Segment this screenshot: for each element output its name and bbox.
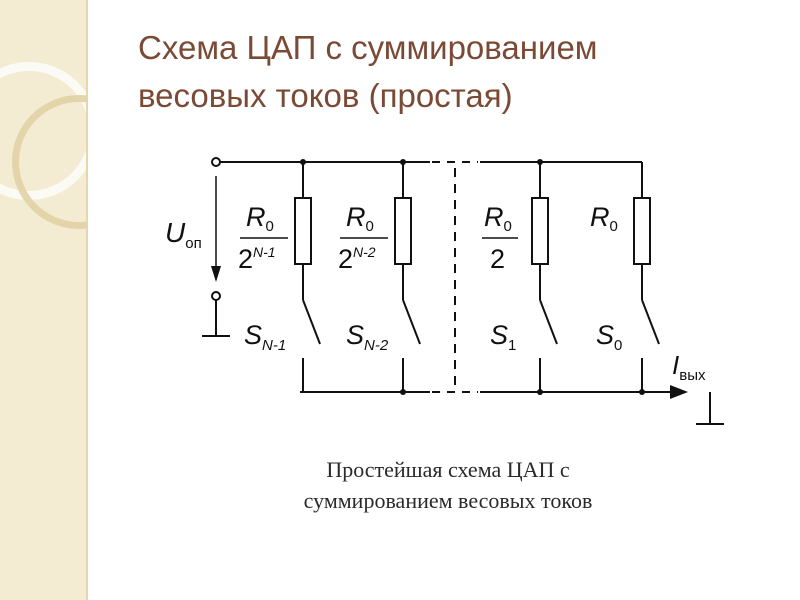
resistor-label-0: R0: [590, 202, 618, 235]
resistor-label-1-numerator: R0: [484, 202, 512, 235]
reference-terminal-bottom: [211, 291, 221, 301]
resistor-label-n-1-denominator: 2N-1: [238, 244, 276, 274]
switch-label-n-2: SN-2: [346, 320, 389, 354]
junction-dot: [400, 389, 406, 395]
resistor-label-1-denominator: 2: [490, 244, 505, 274]
branch-n-1: [294, 162, 321, 392]
switch-label-1: S1: [490, 320, 516, 354]
output-current-arrow: [670, 385, 688, 399]
slide-title-line-1: Схема ЦАП с суммированием: [138, 29, 598, 66]
resistor-label-n-2-numerator: R0: [346, 202, 374, 235]
junction-dot: [400, 159, 406, 165]
slide-title-line-2: весовых токов (простая): [138, 77, 513, 114]
resistor-label-n-1-numerator: R0: [246, 202, 274, 235]
figure-caption: Простейшая схема ЦАП с суммированием вес…: [238, 454, 658, 516]
branch-0: [633, 162, 660, 392]
switch-label-0: S0: [596, 320, 622, 354]
junction-dot: [537, 159, 543, 165]
branch-n-2: [394, 162, 421, 392]
switch-label-n-1: SN-1: [244, 320, 286, 354]
junction-dot: [537, 389, 543, 395]
reference-voltage-label: Uоп: [165, 217, 202, 252]
junction-dot: [639, 389, 645, 395]
sidebar-divider: [86, 0, 88, 600]
slide-title: Схема ЦАП с суммированием весовых токов …: [138, 24, 758, 120]
decorative-sidebar: [0, 0, 88, 600]
branch-1: [531, 162, 558, 392]
output-current-label: Iвых: [672, 350, 706, 384]
reference-voltage-arrowhead: [211, 266, 221, 282]
junction-dot: [300, 159, 306, 165]
figure-caption-line-2: суммированием весовых токов: [303, 488, 593, 513]
reference-terminal-top: [211, 157, 221, 167]
figure-caption-line-1: Простейшая схема ЦАП с: [326, 457, 570, 482]
resistor-label-n-2-denominator: 2N-2: [338, 244, 376, 274]
